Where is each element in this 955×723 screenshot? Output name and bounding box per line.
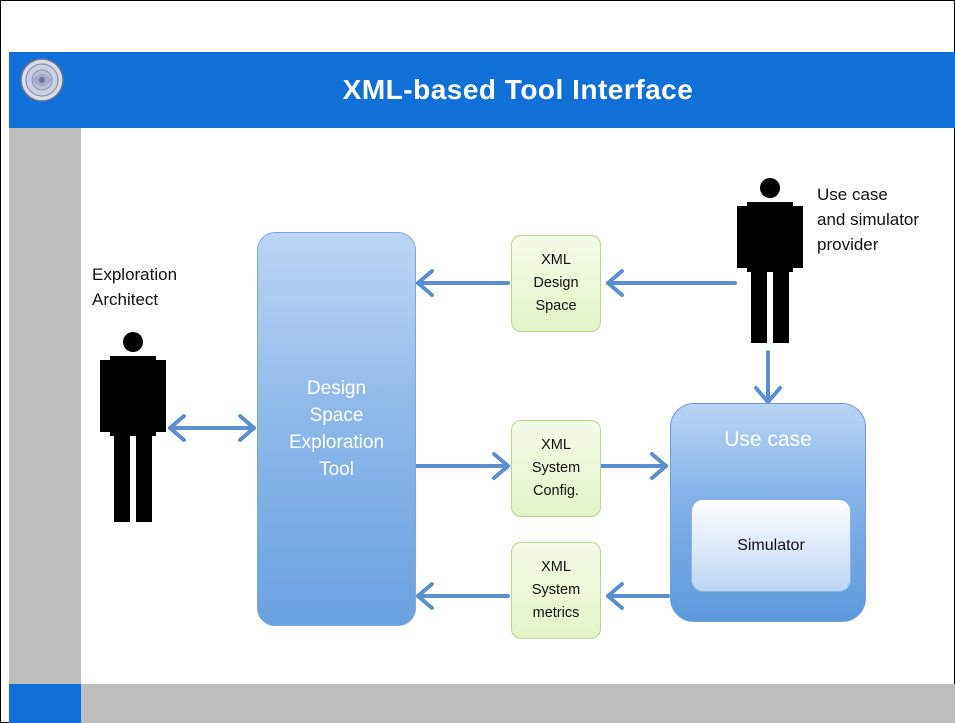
xml-config-line3: Config. — [533, 483, 579, 499]
use-case-box: Use case Simulator — [670, 403, 866, 622]
architect-label-line2: Architect — [92, 290, 159, 309]
provider-label: Use case and simulator provider — [817, 182, 919, 257]
xml-metrics-line1: XML — [541, 559, 571, 575]
exploration-tool-box: Design Space Exploration Tool — [257, 232, 416, 626]
provider-label-line2: and simulator — [817, 210, 920, 229]
provider-label-line1: Use case — [817, 185, 888, 204]
architect-label-line1: Exploration — [92, 265, 178, 284]
xml-design-space-box: XML Design Space — [511, 235, 601, 332]
slide-title: XML-based Tool Interface — [342, 74, 694, 105]
footer-left-block — [9, 684, 81, 723]
xml-config-line2: System — [531, 460, 581, 476]
xml-design-line2: Design — [533, 275, 579, 291]
provider-person-icon — [737, 178, 803, 343]
use-case-title: Use case — [724, 428, 812, 451]
tool-line2: Space — [309, 405, 364, 426]
xml-config-line1: XML — [541, 437, 571, 453]
left-sidebar — [9, 128, 81, 684]
architect-label: Exploration Architect — [92, 262, 177, 312]
university-seal-logo — [20, 58, 64, 102]
xml-design-line3: Space — [535, 298, 577, 314]
xml-metrics-line2: System — [531, 582, 581, 598]
simulator-label: Simulator — [737, 536, 805, 554]
xml-design-line1: XML — [541, 252, 571, 268]
xml-metrics-line3: metrics — [532, 605, 580, 621]
tool-line3: Exploration — [288, 432, 385, 453]
xml-system-metrics-box: XML System metrics — [511, 542, 601, 639]
architect-person-icon — [100, 332, 166, 522]
simulator-box: Simulator — [691, 499, 851, 592]
provider-label-line3: provider — [817, 235, 879, 254]
footer-bar — [81, 684, 955, 723]
tool-line4: Tool — [319, 459, 354, 480]
xml-system-config-box: XML System Config. — [511, 420, 601, 517]
tool-line1: Design — [306, 378, 367, 399]
title-bar: XML-based Tool Interface — [81, 52, 955, 128]
